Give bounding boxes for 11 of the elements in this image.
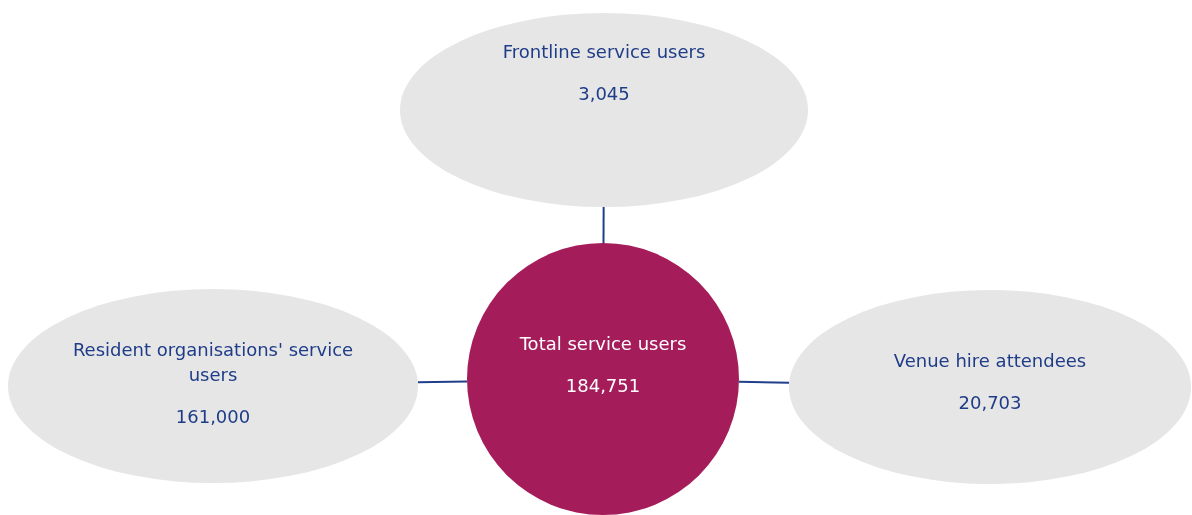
node-title: Total service users — [519, 332, 687, 356]
node-value: 20,703 — [958, 391, 1022, 415]
node-value: 3,045 — [578, 82, 630, 106]
connector-line — [737, 380, 791, 384]
connector-line — [602, 206, 605, 244]
node-value: 184,751 — [565, 374, 641, 398]
connector-line — [416, 380, 468, 384]
node-title: Resident organisations' service users — [71, 338, 355, 387]
node-value: 161,000 — [175, 405, 251, 429]
node-title: Frontline service users — [502, 40, 706, 64]
node-title: Venue hire attendees — [893, 349, 1087, 373]
